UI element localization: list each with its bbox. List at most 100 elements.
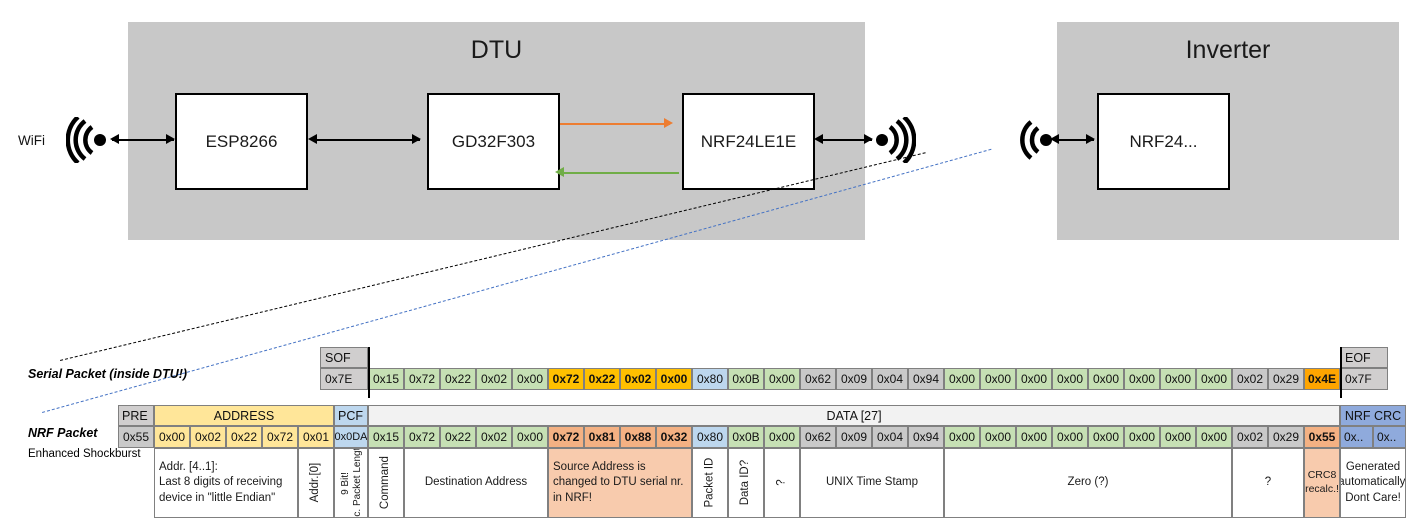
nrf-address-byte-4: 0x01 — [298, 426, 334, 448]
wifi-antenna-icon — [66, 117, 106, 163]
nrf-byte-26: 0x55 — [1304, 426, 1340, 448]
chip-nrf24le1e[interactable]: NRF24LE1E — [682, 93, 815, 190]
nrf-byte-11: 0x00 — [764, 426, 800, 448]
serial-sof-value: 0x7E — [320, 368, 368, 390]
nrfcrc-desc-text: Generated automatically. Dont Care! — [1340, 461, 1406, 504]
serial-byte-19: 0x00 — [1052, 368, 1088, 390]
nrf-byte-18: 0x00 — [1016, 426, 1052, 448]
gd32-nrf-tx-link — [560, 123, 670, 125]
arrow-right-esp — [166, 134, 175, 144]
serial-byte-5: 0x72 — [548, 368, 584, 390]
nrf-pre-value: 0x55 — [118, 426, 154, 448]
wifi-label: WiFi — [18, 133, 45, 148]
arrow-right-nrf24 — [1086, 134, 1095, 144]
serial-byte-25: 0x29 — [1268, 368, 1304, 390]
serial-byte-17: 0x00 — [980, 368, 1016, 390]
nrf-packet-label: NRF Packet — [28, 426, 98, 440]
block-diagram: DTU Inverter ESP8266 GD32F303 NRF24LE1E … — [18, 22, 1399, 413]
nrf-byte-8: 0x32 — [656, 426, 692, 448]
nrf-byte-24: 0x02 — [1232, 426, 1268, 448]
zero-desc-text: Zero (?) — [1067, 476, 1109, 489]
dataid-desc-text: Data ID? — [739, 460, 752, 506]
nrf-byte-9: 0x80 — [692, 426, 728, 448]
crc8-desc-text: CRC8 recalc.! — [1305, 469, 1339, 495]
esp-gd32-link — [312, 139, 420, 141]
nrf-byte-16: 0x00 — [944, 426, 980, 448]
serial-eof-value: 0x7F — [1340, 368, 1388, 390]
serial-sof-header: SOF — [320, 347, 368, 368]
serial-byte-24: 0x02 — [1232, 368, 1268, 390]
nrf-byte-2: 0x22 — [440, 426, 476, 448]
source-desc: Source Address is changed to DTU serial … — [548, 448, 692, 518]
arrow-left-inv-antenna — [1050, 134, 1059, 144]
wifi-esp-link — [112, 139, 174, 141]
chip-nrf24-inverter[interactable]: NRF24... — [1097, 93, 1230, 190]
nrf-byte-15: 0x94 — [908, 426, 944, 448]
nrf-byte-23: 0x00 — [1196, 426, 1232, 448]
nrf-byte-3: 0x02 — [476, 426, 512, 448]
crc8-desc: CRC8 recalc.! — [1304, 448, 1340, 518]
inverter-title: Inverter — [1185, 36, 1271, 64]
nrf-pcf-header: PCF — [334, 405, 368, 426]
serial-byte-21: 0x00 — [1124, 368, 1160, 390]
serial-byte-1: 0x72 — [404, 368, 440, 390]
dest-desc: Destination Address — [404, 448, 548, 518]
inverter-radio-antenna-icon — [1020, 120, 1052, 160]
nrf-byte-7: 0x88 — [620, 426, 656, 448]
q2-desc-text: ? — [1264, 476, 1272, 489]
dataid-desc: Data ID? — [728, 448, 764, 518]
serial-byte-8: 0x00 — [656, 368, 692, 390]
arrow-left-wifi — [110, 134, 119, 144]
arrow-left-esp — [308, 134, 317, 144]
dtu-radio-antenna-icon — [876, 117, 916, 163]
serial-byte-3: 0x02 — [476, 368, 512, 390]
command-desc: Command — [368, 448, 404, 518]
serial-byte-14: 0x04 — [872, 368, 908, 390]
nrf-antenna-link — [818, 139, 872, 141]
arrow-right-tx — [664, 118, 673, 128]
command-desc-text: Command — [379, 456, 392, 510]
serial-byte-6: 0x22 — [584, 368, 620, 390]
serial-byte-20: 0x00 — [1088, 368, 1124, 390]
serial-byte-15: 0x94 — [908, 368, 944, 390]
serial-byte-10: 0x0B — [728, 368, 764, 390]
serial-byte-4: 0x00 — [512, 368, 548, 390]
serial-packet-label: Serial Packet (inside DTU!) — [28, 367, 188, 381]
serial-data-start-divider — [368, 347, 370, 398]
nrf-byte-10: 0x0B — [728, 426, 764, 448]
nrf-crc-header: NRF CRC — [1340, 405, 1406, 426]
nrf-pre-header: PRE — [118, 405, 154, 426]
serial-byte-13: 0x09 — [836, 368, 872, 390]
nrf-byte-22: 0x00 — [1160, 426, 1196, 448]
nrfcrc-desc: Generated automatically. Dont Care! — [1340, 448, 1406, 518]
enhanced-shockburst-label: Enhanced Shockburst — [28, 448, 141, 460]
nrf-pcf-value: 0x0DA — [334, 426, 368, 448]
serial-byte-16: 0x00 — [944, 368, 980, 390]
nrf-gd32-rx-link — [563, 172, 679, 174]
serial-byte-12: 0x62 — [800, 368, 836, 390]
nrf-byte-1: 0x72 — [404, 426, 440, 448]
dest-desc-text: Destination Address — [424, 476, 528, 489]
serial-data-end-divider — [1340, 347, 1342, 398]
source-desc-text: Source Address is changed to DTU serial … — [553, 461, 684, 504]
packetid-desc-text: Packet ID — [703, 458, 716, 508]
nrf-data-header: DATA [27] — [368, 405, 1340, 426]
arrow-left-nrf — [814, 134, 823, 144]
addr0-desc: Addr.[0] — [298, 448, 334, 518]
arrow-right-gd32 — [412, 134, 421, 144]
antenna-nrf24-link — [1054, 139, 1094, 141]
nrf-byte-4: 0x00 — [512, 426, 548, 448]
nrf-address-byte-2: 0x22 — [226, 426, 262, 448]
nrf-byte-25: 0x29 — [1268, 426, 1304, 448]
chip-gd32f303[interactable]: GD32F303 — [427, 93, 560, 190]
serial-byte-2: 0x22 — [440, 368, 476, 390]
pcf-desc: 9 Bit!Inc. Packet Length — [334, 448, 368, 518]
nrf-crc-byte-0: 0x.. — [1340, 426, 1373, 448]
addr0-desc-text: Addr.[0] — [309, 463, 322, 503]
nrf-address-byte-1: 0x02 — [190, 426, 226, 448]
chip-esp8266[interactable]: ESP8266 — [175, 93, 308, 190]
dtu-title: DTU — [470, 36, 523, 64]
nrf-byte-21: 0x00 — [1124, 426, 1160, 448]
serial-byte-18: 0x00 — [1016, 368, 1052, 390]
